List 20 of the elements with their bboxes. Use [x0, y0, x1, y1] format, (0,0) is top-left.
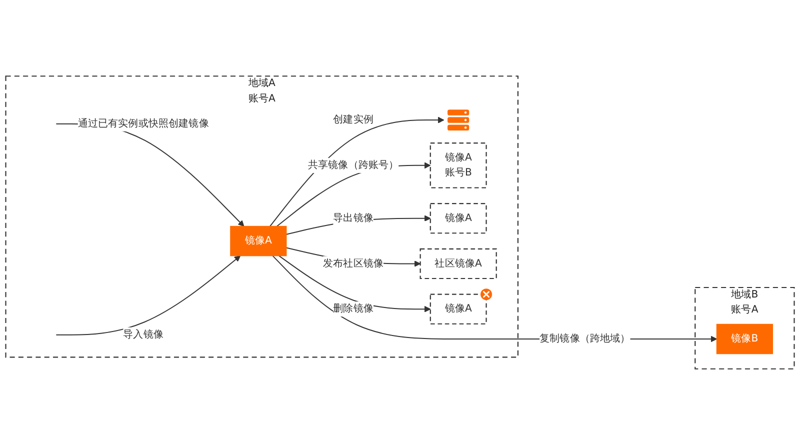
- edge-label: 通过已有实例或快照创建镜像: [78, 118, 209, 130]
- arrow: [56, 256, 241, 336]
- edge-label: 复制镜像（跨地域）: [540, 332, 630, 344]
- edge-label: 删除镜像: [333, 302, 374, 315]
- edge-label: 发布社区镜像: [323, 258, 384, 270]
- arrow: [270, 116, 444, 227]
- node-box: 镜像B: [716, 324, 773, 354]
- edge-label: 导出镜像: [333, 212, 374, 224]
- node-box: 镜像A: [230, 226, 287, 256]
- arrow: [272, 255, 718, 342]
- server-icon: [448, 110, 470, 130]
- arrow: [276, 162, 431, 227]
- edge-label: 创建实例: [333, 114, 374, 126]
- node-box: 社区镜像A: [420, 248, 497, 280]
- edge-label: 导入镜像: [123, 328, 164, 340]
- node-box: 镜像A 账号B: [430, 142, 487, 188]
- edge-label: 共享镜像（跨账号）: [308, 159, 399, 171]
- node-box: 镜像A: [430, 203, 487, 234]
- node-box: 镜像A: [430, 294, 487, 324]
- arrow: [278, 255, 431, 312]
